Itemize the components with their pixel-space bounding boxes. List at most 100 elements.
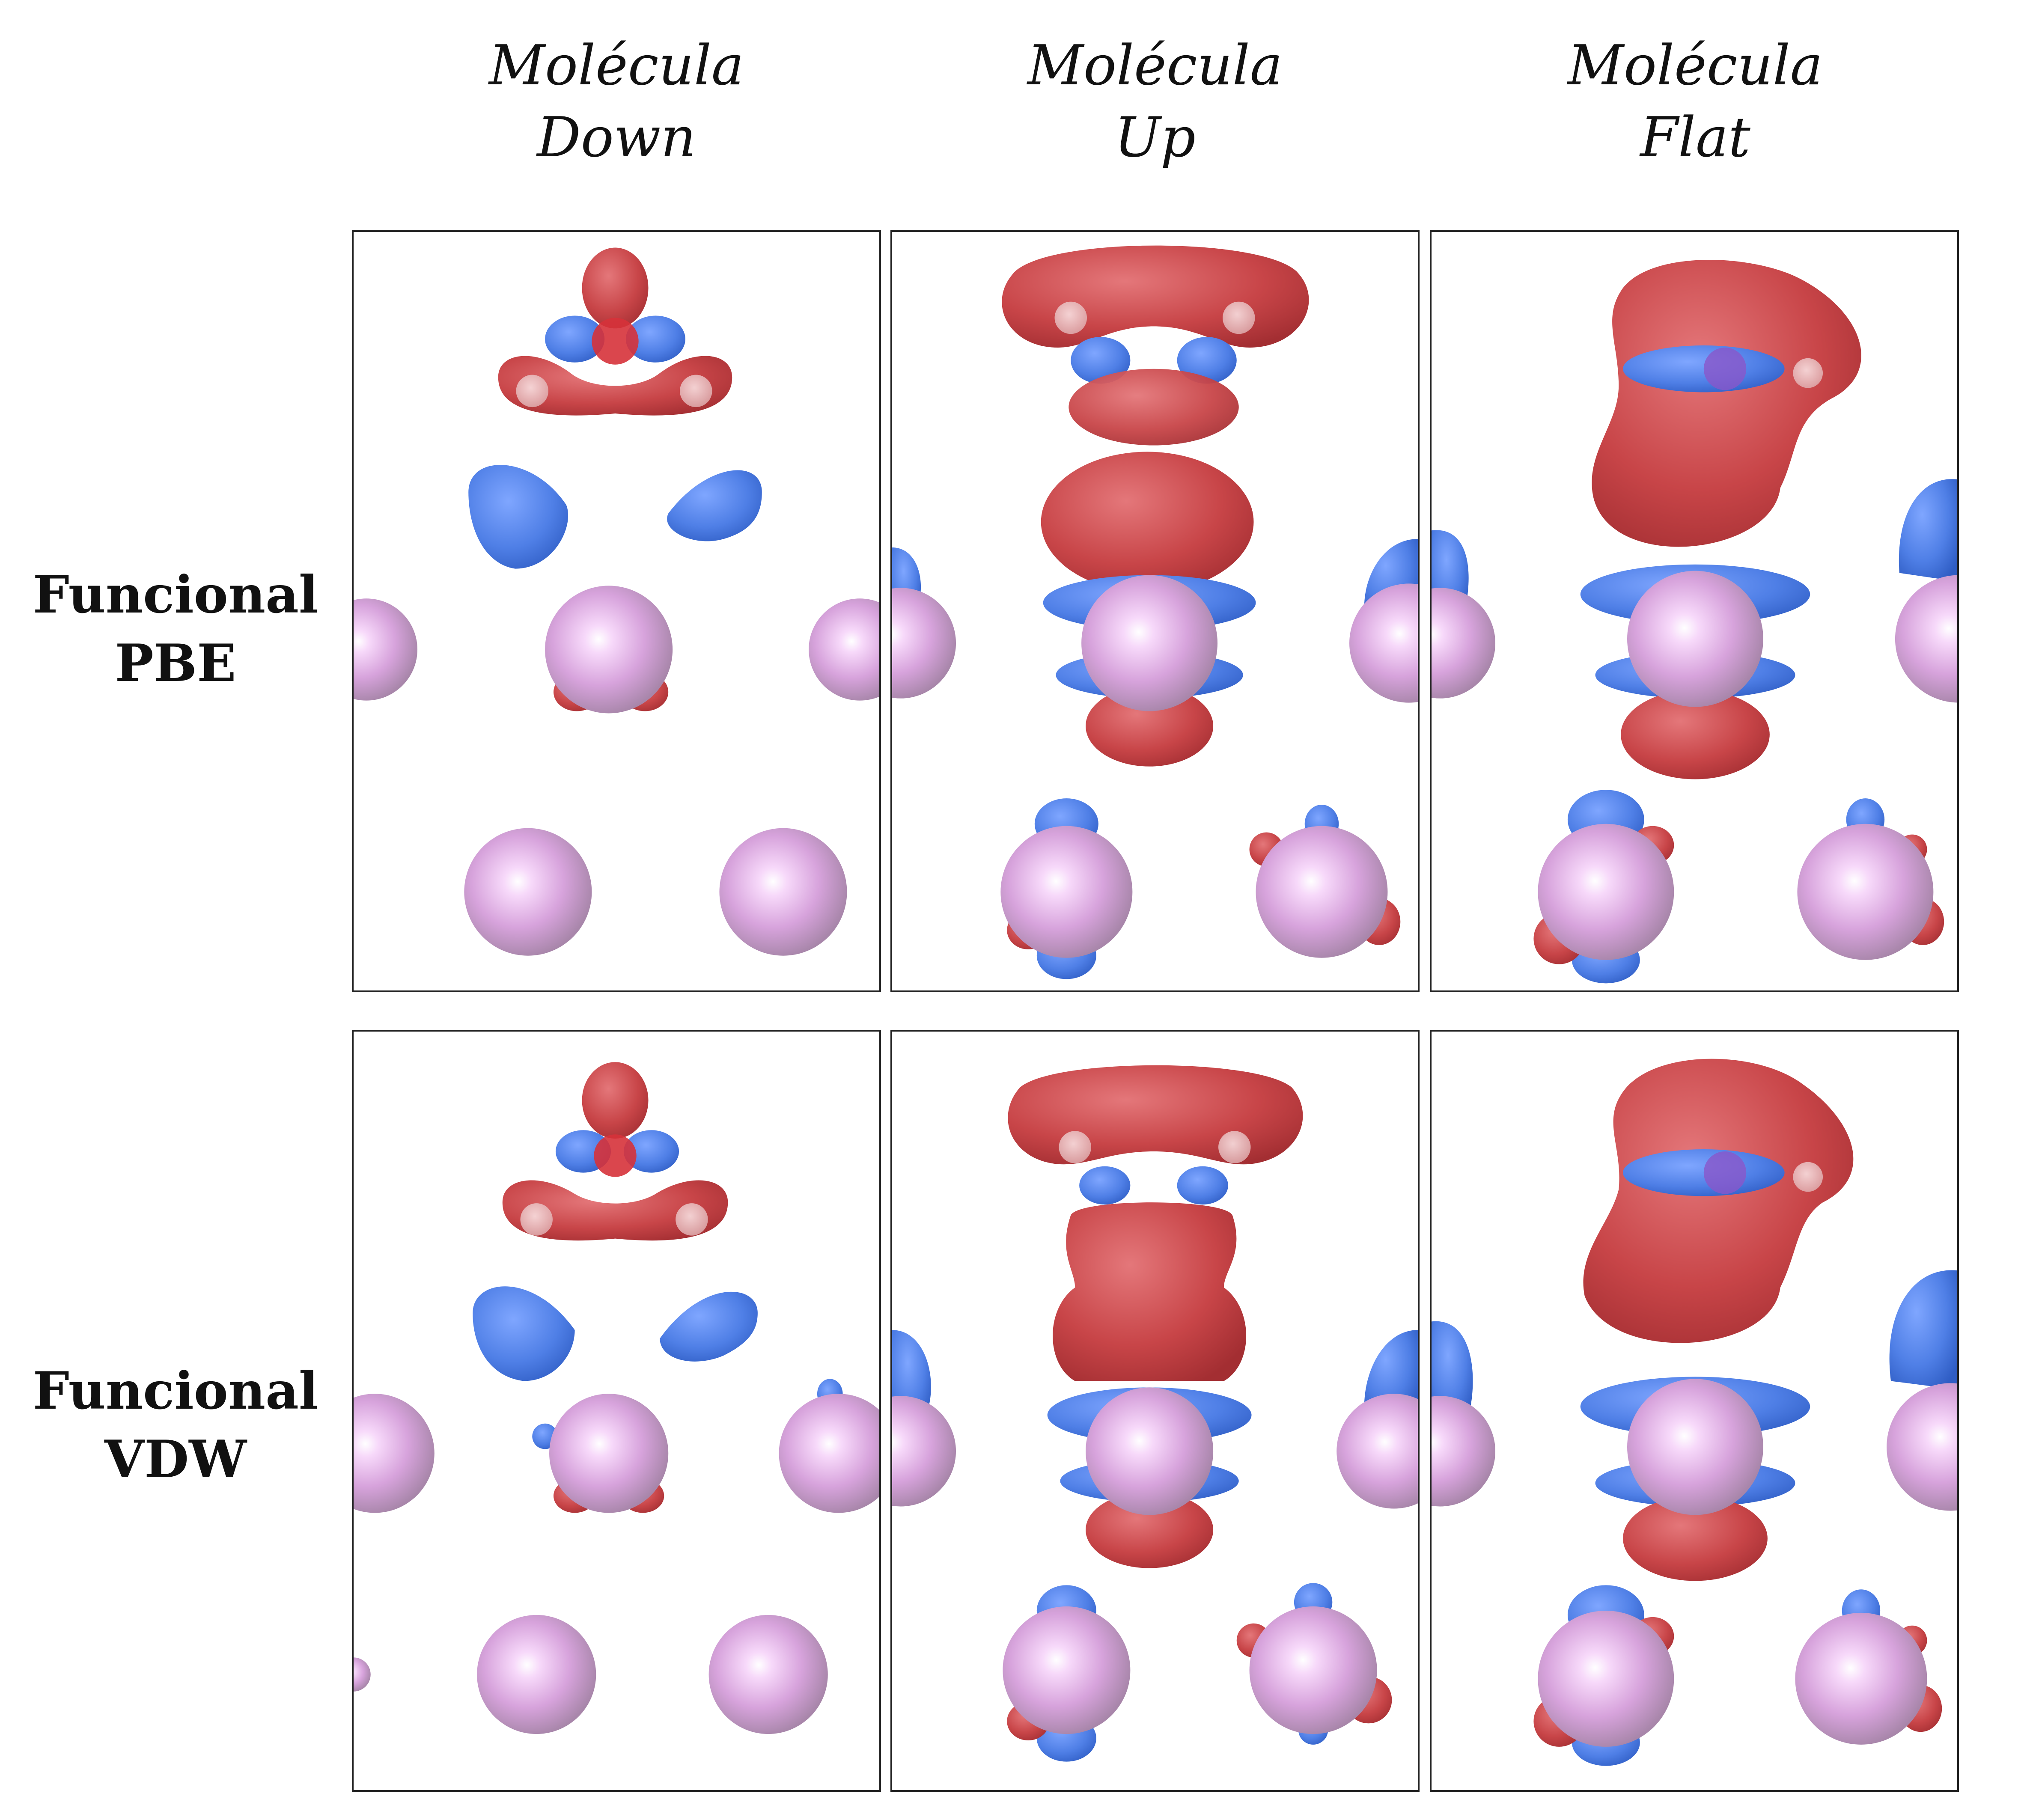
red-lobe-top bbox=[582, 1062, 649, 1139]
surface-atom bbox=[1349, 583, 1418, 703]
blue-lobe-right bbox=[660, 1291, 758, 1362]
column-header-line2: Flat bbox=[1640, 106, 1750, 170]
surface-atom bbox=[1538, 1610, 1674, 1747]
blue-lobe bbox=[1177, 1166, 1228, 1205]
surface-atom bbox=[1249, 1606, 1377, 1734]
surface-atom bbox=[1081, 575, 1218, 711]
oxygen-atom bbox=[594, 1134, 637, 1177]
oxygen-atom bbox=[592, 318, 639, 365]
blue-lobe bbox=[623, 1130, 679, 1173]
column-header-line1: Molécula bbox=[1567, 34, 1823, 98]
surface-atom bbox=[1895, 575, 1957, 703]
red-lobe-top bbox=[1002, 245, 1309, 348]
blue-lobe bbox=[1177, 337, 1237, 384]
panel-vdw-flat bbox=[1430, 1030, 1959, 1792]
column-header-up: Molécula Up bbox=[890, 30, 1420, 174]
hydrogen-atom bbox=[1059, 1131, 1091, 1163]
row-header-line1: Funcional bbox=[33, 1361, 318, 1421]
surface-atom bbox=[464, 828, 592, 956]
surface-atom bbox=[354, 598, 417, 701]
surface-atom bbox=[1432, 588, 1495, 699]
hydrogen-atom bbox=[1054, 301, 1087, 334]
surface-atom bbox=[892, 1396, 956, 1507]
hydrogen-atom bbox=[680, 375, 712, 407]
row-header-line2: PBE bbox=[115, 633, 236, 693]
oxygen-atom bbox=[1703, 348, 1747, 390]
blue-lobe-edge bbox=[1899, 479, 1957, 582]
red-lobe-arc bbox=[502, 1180, 728, 1241]
surface-atom bbox=[809, 598, 879, 701]
red-lobe-large bbox=[1583, 1059, 1854, 1343]
hydrogen-atom bbox=[1793, 1162, 1823, 1192]
red-lobe-bottom bbox=[1086, 685, 1214, 767]
panel-pbe-down bbox=[352, 230, 881, 992]
surface-atom bbox=[1432, 1396, 1495, 1507]
red-lobe-top bbox=[582, 247, 649, 329]
red-lobe-bottom bbox=[1621, 690, 1770, 779]
surface-atom bbox=[719, 828, 847, 956]
blue-lobe-right bbox=[667, 470, 762, 541]
panel-vdw-down bbox=[352, 1030, 881, 1792]
surface-atom bbox=[354, 1657, 371, 1692]
surface-atom bbox=[1887, 1383, 1957, 1511]
red-lobe-middle bbox=[1041, 452, 1254, 592]
red-lobe-top bbox=[1008, 1065, 1303, 1165]
column-header-line2: Up bbox=[1114, 106, 1196, 170]
surface-atom bbox=[1003, 1606, 1131, 1734]
charge-density-pbe-flat bbox=[1432, 260, 1957, 984]
blue-lobe bbox=[1071, 337, 1131, 384]
blue-lobe-edge bbox=[1364, 1330, 1418, 1415]
column-header-down: Molécula Down bbox=[351, 30, 882, 174]
surface-atom bbox=[1336, 1394, 1418, 1509]
oxygen-atom bbox=[1703, 1151, 1747, 1194]
red-lobe bbox=[1069, 369, 1239, 446]
surface-atom bbox=[1086, 1387, 1214, 1515]
blue-lobe-left bbox=[468, 465, 569, 569]
surface-atom bbox=[1256, 826, 1388, 958]
surface-atom bbox=[1538, 824, 1674, 960]
row-header-line2: VDW bbox=[104, 1429, 247, 1490]
surface-atom bbox=[708, 1615, 828, 1734]
surface-atom bbox=[549, 1394, 669, 1513]
row-header-pbe: Funcional PBE bbox=[13, 561, 338, 698]
surface-atom bbox=[1627, 571, 1763, 707]
blue-lobe-edge bbox=[1432, 1321, 1473, 1419]
surface-atom bbox=[779, 1394, 879, 1513]
charge-density-vdw-up bbox=[892, 1065, 1418, 1762]
column-header-flat: Molécula Flat bbox=[1430, 30, 1961, 174]
row-header-line1: Funcional bbox=[33, 565, 318, 625]
column-header-line1: Molécula bbox=[488, 34, 744, 98]
red-lobe-column bbox=[1053, 1202, 1247, 1381]
charge-density-pbe-up bbox=[892, 245, 1418, 979]
hydrogen-atom bbox=[520, 1203, 553, 1236]
hydrogen-atom bbox=[1793, 358, 1823, 388]
hydrogen-atom bbox=[676, 1203, 708, 1236]
blue-lobe-left bbox=[473, 1286, 575, 1381]
panel-pbe-up bbox=[890, 230, 1420, 992]
blue-lobe bbox=[1079, 1166, 1131, 1205]
surface-atom bbox=[892, 588, 956, 699]
hydrogen-atom bbox=[1218, 1131, 1251, 1163]
surface-atom bbox=[545, 586, 673, 714]
panel-vdw-up bbox=[890, 1030, 1420, 1792]
red-lobe-arc bbox=[498, 356, 732, 416]
column-header-line2: Down bbox=[537, 106, 696, 170]
column-header-line1: Molécula bbox=[1027, 34, 1283, 98]
blue-lobe bbox=[625, 315, 685, 363]
row-header-vdw: Funcional VDW bbox=[13, 1357, 338, 1494]
charge-density-vdw-flat bbox=[1432, 1059, 1957, 1766]
red-lobe-bottom bbox=[1086, 1491, 1214, 1568]
red-lobe-bottom bbox=[1623, 1496, 1768, 1581]
hydrogen-atom bbox=[516, 375, 549, 407]
surface-atom bbox=[354, 1394, 435, 1513]
surface-atom bbox=[477, 1615, 596, 1734]
blue-lobe-edge bbox=[1889, 1270, 1957, 1390]
surface-atom bbox=[1795, 1612, 1927, 1745]
red-lobe-large bbox=[1592, 260, 1861, 547]
hydrogen-atom bbox=[1222, 301, 1255, 334]
panel-pbe-flat bbox=[1430, 230, 1959, 992]
surface-atom bbox=[1797, 824, 1934, 960]
surface-atom bbox=[1627, 1379, 1763, 1515]
blue-lobe bbox=[545, 315, 605, 363]
charge-density-vdw-down bbox=[354, 1062, 879, 1734]
